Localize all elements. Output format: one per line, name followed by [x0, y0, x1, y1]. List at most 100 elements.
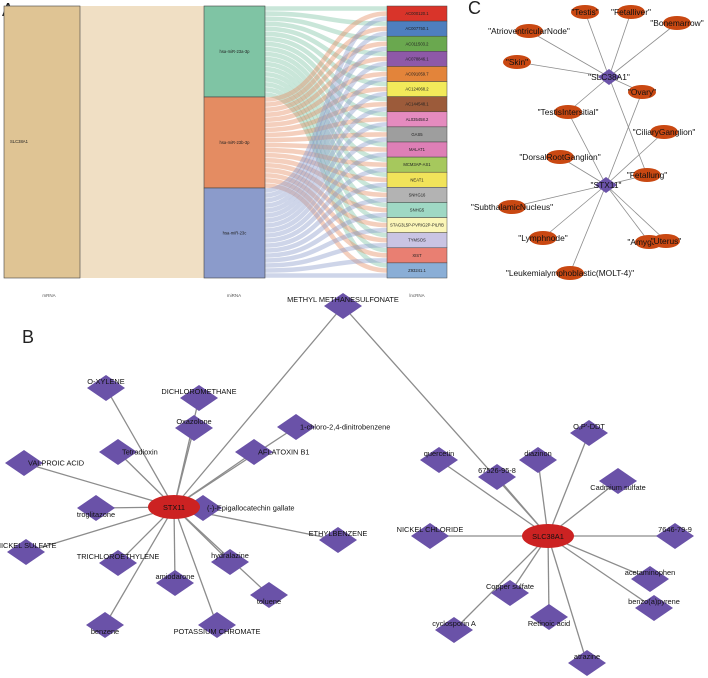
sankey-link-mirna-lncrna	[264, 31, 388, 87]
tissue-node-ellipse	[652, 234, 680, 248]
sankey-link-mirna-lncrna	[264, 157, 388, 198]
sankey-axis-mrna: mRNA	[42, 293, 55, 298]
sankey-link-mirna-lncrna	[264, 66, 388, 193]
chemical-node-diamond	[156, 570, 194, 596]
network-b-edge	[105, 387, 175, 508]
chemical-node-diamond	[319, 527, 357, 553]
chemical-node-label: ETHYLBENZENE	[309, 529, 368, 538]
chemical-node-diamond	[7, 539, 45, 565]
sankey-link-mirna-lncrna	[264, 142, 388, 152]
chemical-node-label: DICHLOROMETHANE	[161, 387, 236, 396]
network-c-edge	[605, 184, 650, 243]
gene-node-ellipse	[522, 524, 574, 548]
sankey-link-mrna-mirna	[80, 6, 204, 278]
sankey-link-mirna-lncrna	[264, 51, 388, 147]
tissue-node-ellipse	[515, 24, 543, 38]
sankey-label-lncrna: AC124068.2	[405, 87, 429, 92]
gene-node-label: "STX11"	[591, 180, 622, 190]
tissue-node-ellipse	[628, 85, 656, 99]
sankey-label-lncrna: STAG3L5P-PVRIG2P-PILRB	[390, 223, 444, 228]
sankey-link-mirna-lncrna	[264, 243, 388, 268]
chemical-node-label: TRICHLOROETHYLENE	[77, 552, 160, 561]
sankey-link-mirna-lncrna	[264, 183, 388, 273]
sankey-label-mirna: hsa-miR-23a-3p	[219, 49, 250, 54]
gene-node-label: SLC38A1	[532, 532, 564, 541]
sankey-link-mirna-lncrna	[264, 197, 388, 253]
gene-node-ellipse	[148, 495, 200, 519]
tissue-node-label: "TestisIntersitial"	[538, 107, 599, 117]
sankey-link-mirna-lncrna	[264, 11, 388, 102]
network-c-edge	[511, 184, 607, 208]
sankey-link-mirna-lncrna	[264, 82, 388, 238]
network-b-edges	[23, 305, 675, 664]
network-b-edge	[453, 535, 549, 631]
sankey-link-mirna-lncrna	[264, 77, 388, 223]
sankey-link-mirna-lncrna	[264, 56, 388, 117]
network-c-edge	[605, 131, 665, 186]
network-b-edge	[547, 535, 588, 664]
sankey-label-lncrna: SNHG5	[410, 208, 425, 213]
sankey-node-lncrna	[386, 262, 448, 279]
chemical-node-label: AFLATOXIN B1	[258, 448, 309, 457]
chemical-node-label: amiodarone	[155, 572, 194, 581]
network-c-edge	[567, 111, 607, 186]
sankey-link-mirna-lncrna	[264, 162, 388, 213]
sankey-link-mirna-lncrna	[264, 178, 388, 258]
chemical-node-diamond	[599, 468, 637, 494]
sankey-link-mirna-lncrna	[264, 173, 388, 243]
chemical-node-label: O-XYLENE	[87, 377, 124, 386]
sankey-links	[80, 6, 388, 278]
chemical-node-label: Retinoic acid	[528, 619, 570, 628]
sankey-link-mirna-lncrna	[264, 71, 388, 123]
chemical-node-diamond	[519, 447, 557, 473]
sankey-label-lncrna: AC091059.7	[405, 72, 429, 77]
sankey-nodes: SLC38A1hsa-miR-23a-3phsa-miR-23b-3phsa-m…	[3, 5, 448, 279]
network-b-edge	[537, 459, 549, 537]
chemical-node-diamond	[656, 523, 694, 549]
sankey-link-mirna-lncrna	[264, 92, 388, 268]
chemical-node-label: cyclosporin A	[432, 619, 476, 628]
chemical-node-label: Oxazolone	[176, 417, 211, 426]
sankey-axis-lncrna: lncRNA	[409, 293, 424, 298]
chemical-node-diamond	[530, 604, 568, 630]
sankey-link-mirna-lncrna	[264, 147, 388, 167]
tissue-node-ellipse	[503, 55, 531, 69]
sankey-link-mirna-lncrna	[264, 152, 388, 183]
chemical-node-diamond	[211, 549, 249, 575]
tissue-node-label: "AtrioventricularNode"	[488, 26, 570, 36]
sankey-link-mirna-lncrna	[264, 137, 388, 233]
chemical-node-diamond	[635, 595, 673, 621]
gene-node-diamond	[598, 69, 620, 85]
chemical-node-diamond	[198, 612, 236, 638]
network-b-edge	[173, 506, 218, 626]
chemical-node-label: troglitazone	[77, 510, 115, 519]
network-b-edge	[173, 427, 195, 508]
network-b-edge	[547, 535, 550, 618]
network-b-edge	[173, 305, 344, 508]
sankey-link-mirna-lncrna	[264, 16, 388, 193]
chemical-node-diamond	[568, 650, 606, 676]
tissue-node-ellipse	[571, 5, 599, 19]
tissue-node-label: "Leukemialymphoblastic(MOLT-4)"	[506, 268, 634, 278]
chemical-node-diamond	[87, 375, 125, 401]
sankey-label-mirna: hsa-miR-23b-3p	[219, 140, 250, 145]
sankey-link-mirna-lncrna	[264, 16, 388, 42]
network-c-edge	[605, 91, 643, 186]
tissue-node-ellipse	[663, 16, 691, 30]
sankey-link-mirna-lncrna	[264, 167, 388, 243]
sankey-label-lncrna: TYMSOS	[408, 238, 426, 243]
chemical-node-label: Cadmium sulfate	[590, 483, 645, 492]
tissue-node-label: "Amygdala"	[627, 237, 670, 247]
network-c-edge	[569, 184, 607, 274]
tissue-node-label: "CiliaryGanglion"	[633, 127, 696, 137]
chemical-node-label: NICKEL SULFATE	[0, 541, 56, 550]
sankey-link-mirna-lncrna	[264, 132, 388, 143]
sankey-link-mirna-lncrna	[264, 36, 388, 102]
sankey-link-mirna-lncrna	[264, 76, 388, 213]
sankey-link-mirna-lncrna	[264, 21, 388, 57]
sankey-link-mirna-lncrna	[264, 46, 388, 203]
tissue-node-label: "DorsalRootGanglion"	[519, 152, 600, 162]
network-b-edge	[342, 305, 549, 537]
tissue-node-label: "Uterus"	[651, 236, 682, 246]
